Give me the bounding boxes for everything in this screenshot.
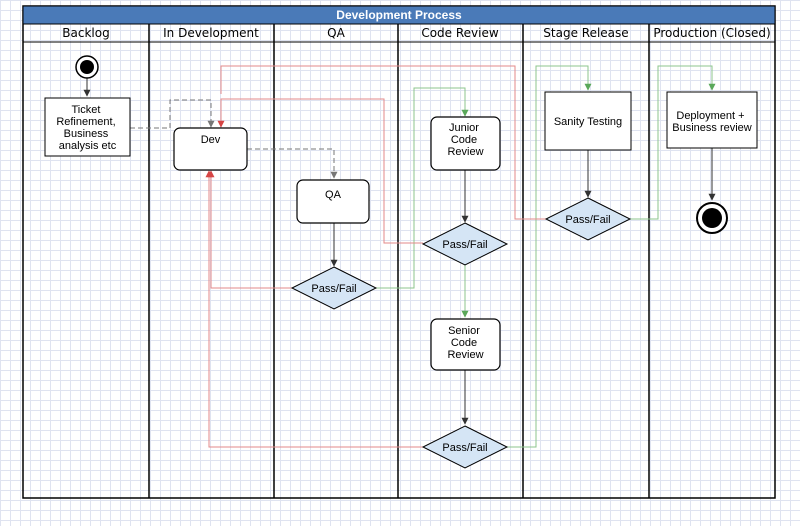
svg-text:Pass/Fail: Pass/Fail <box>565 214 610 226</box>
svg-text:Deployment + Business re: Deployment + Business review <box>672 110 752 134</box>
ticket-refinement-node[interactable]: Ticket Refinement, Business analysis etc <box>44 97 131 157</box>
svg-text:QA: QA <box>325 189 342 201</box>
junior-pass-fail-decision[interactable]: Pass/Fail <box>421 222 509 266</box>
qa-node[interactable]: QA <box>296 179 370 224</box>
senior-code-review-node[interactable]: Senior Code Review <box>430 318 501 371</box>
title-bar <box>22 5 776 25</box>
svg-text:Junior Code Review: Junior Code Review <box>447 122 483 158</box>
dev-node[interactable]: Dev <box>173 127 248 171</box>
svg-text:Pass/Fail: Pass/Fail <box>311 283 356 295</box>
edge-stage-pass-to-deploy <box>630 65 716 220</box>
svg-text:Senior Code Review: Senior Code Review <box>447 325 483 361</box>
svg-text:Dev: Dev <box>201 134 221 146</box>
lane-backlog: Backlog <box>62 26 109 40</box>
junior-code-review-node[interactable]: Junior Code Review <box>430 116 501 171</box>
sanity-testing-node[interactable]: Sanity Testing <box>544 91 632 151</box>
edge-ticket-to-dev <box>130 99 215 129</box>
edge-senior-fail-to-dev <box>205 170 423 448</box>
diagram-title: Development Process <box>336 8 462 22</box>
edge-qa-pass-to-junior <box>376 87 469 289</box>
edge-stage-fail-to-dev <box>220 65 546 220</box>
deployment-business-review-node[interactable]: Deployment + Business review <box>666 91 758 149</box>
lane-stage-release: Stage Release <box>543 26 628 40</box>
edge-senior-pass-to-sanity <box>507 65 592 448</box>
lane-in-development: In Development <box>163 26 259 40</box>
edge-dev-to-qa <box>247 148 338 179</box>
lane-code-review: Code Review <box>421 26 499 40</box>
lane-qa: QA <box>327 26 345 40</box>
lane-production-closed: Production (Closed) <box>653 26 770 40</box>
pool-frame <box>22 5 776 499</box>
lane-dividers <box>148 24 650 498</box>
svg-text:Pass/Fail: Pass/Fail <box>442 239 487 251</box>
edge-qa-fail-to-dev <box>207 170 292 289</box>
svg-text:Sanity Testing: Sanity Testing <box>554 116 622 128</box>
stage-pass-fail-decision[interactable]: Pass/Fail <box>544 197 632 241</box>
qa-pass-fail-decision[interactable]: Pass/Fail <box>290 266 378 310</box>
svg-text:Ticket Refinement,: Ticket Refinement, Business analysis etc <box>56 104 118 152</box>
svg-text:Pass/Fail: Pass/Fail <box>442 442 487 454</box>
end-node[interactable] <box>696 202 728 234</box>
senior-pass-fail-decision[interactable]: Pass/Fail <box>421 425 509 469</box>
edge-junior-fail-to-dev <box>217 98 423 244</box>
start-node[interactable] <box>75 55 99 79</box>
